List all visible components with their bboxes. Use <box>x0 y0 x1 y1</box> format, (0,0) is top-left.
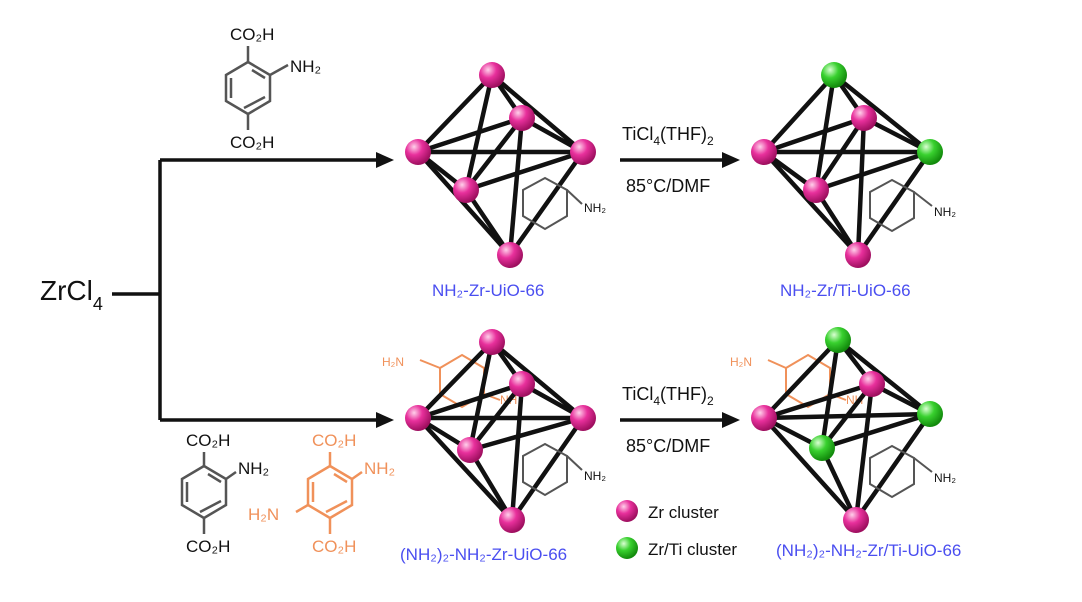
zr-node <box>859 371 885 397</box>
legend-zr-swatch <box>616 500 638 522</box>
linker-amino-terephthalic-2: CO₂H NH₂ CO₂H <box>180 431 269 556</box>
legend: Zr cluster Zr/Ti cluster <box>616 500 737 559</box>
linker2-acid-bottom: CO₂H <box>186 537 230 556</box>
linker3-acid-top: CO₂H <box>312 431 356 450</box>
legend-zrti-label: Zr/Ti cluster <box>648 540 737 559</box>
arrow-head-3 <box>722 152 740 168</box>
zr-node <box>405 405 431 431</box>
zrti-node <box>821 62 847 88</box>
conditions-label-top: 85°C/DMF <box>626 176 710 196</box>
linker-amino-terephthalic: CO₂H NH₂ CO₂H <box>224 25 321 152</box>
zr-node <box>509 371 535 397</box>
linker3-acid-bottom: CO₂H <box>312 537 356 556</box>
mof4-amine: NH₂ <box>934 471 956 485</box>
product-label-4: (NH₂)₂-NH₂-Zr/Ti-UiO-66 <box>776 541 961 560</box>
reactant-label: ZrCl4 <box>40 275 103 314</box>
linker1-acid-bottom: CO₂H <box>230 133 274 152</box>
zr-node <box>405 139 431 165</box>
octahedron-3: H₂N NH NH₂ <box>382 329 606 533</box>
reagent-label-bottom: TiCl4(THF)2 <box>622 384 714 408</box>
linker2-acid-top: CO₂H <box>186 431 230 450</box>
zr-node <box>479 329 505 355</box>
zr-node <box>803 177 829 203</box>
zr-node <box>751 405 777 431</box>
zr-node <box>453 177 479 203</box>
zr-node <box>509 105 535 131</box>
zr-node <box>479 62 505 88</box>
product-label-3: (NH₂)₂-NH₂-Zr-UiO-66 <box>400 545 567 564</box>
linker3-amine-right: NH₂ <box>364 459 395 478</box>
arrow-head-4 <box>722 412 740 428</box>
arrow-heads <box>376 152 740 428</box>
branch-arrows <box>112 158 725 422</box>
zr-node <box>843 507 869 533</box>
zr-node <box>570 139 596 165</box>
product-label-2: NH₂-Zr/Ti-UiO-66 <box>780 281 911 300</box>
mof1-amine: NH₂ <box>584 201 606 215</box>
zr-node <box>457 437 483 463</box>
linker2-amine: NH₂ <box>238 459 269 478</box>
reagent-label-top: TiCl4(THF)2 <box>622 124 714 148</box>
linker1-amine: NH₂ <box>290 57 321 76</box>
mof3-amine-left: H₂N <box>382 355 404 369</box>
conditions-label-bottom: 85°C/DMF <box>626 436 710 456</box>
zr-node <box>570 405 596 431</box>
mof3-amine: NH₂ <box>584 469 606 483</box>
legend-zr-label: Zr cluster <box>648 503 719 522</box>
linker1-acid-top: CO₂H <box>230 25 274 44</box>
arrow-head-1 <box>376 152 394 168</box>
legend-zrti-swatch <box>616 537 638 559</box>
zr-node <box>497 242 523 268</box>
mof2-amine: NH₂ <box>934 205 956 219</box>
zrti-node <box>917 401 943 427</box>
product-label-1: NH₂-Zr-UiO-66 <box>432 281 544 300</box>
zr-node <box>845 242 871 268</box>
linker-diamino-terephthalic: CO₂H NH₂ H₂N CO₂H <box>248 431 395 556</box>
linker3-amine-left: H₂N <box>248 505 279 524</box>
octahedron-2: NH₂ <box>751 62 956 268</box>
zr-node <box>751 139 777 165</box>
mof4-amine-left: H₂N <box>730 355 752 369</box>
octahedron-1: NH₂ <box>405 62 606 268</box>
zrti-node <box>809 435 835 461</box>
zrti-node <box>825 327 851 353</box>
zr-node <box>499 507 525 533</box>
zr-node <box>851 105 877 131</box>
zrti-node <box>917 139 943 165</box>
octahedron-4: H₂N NH NH₂ <box>730 327 956 533</box>
arrow-head-2 <box>376 412 394 428</box>
